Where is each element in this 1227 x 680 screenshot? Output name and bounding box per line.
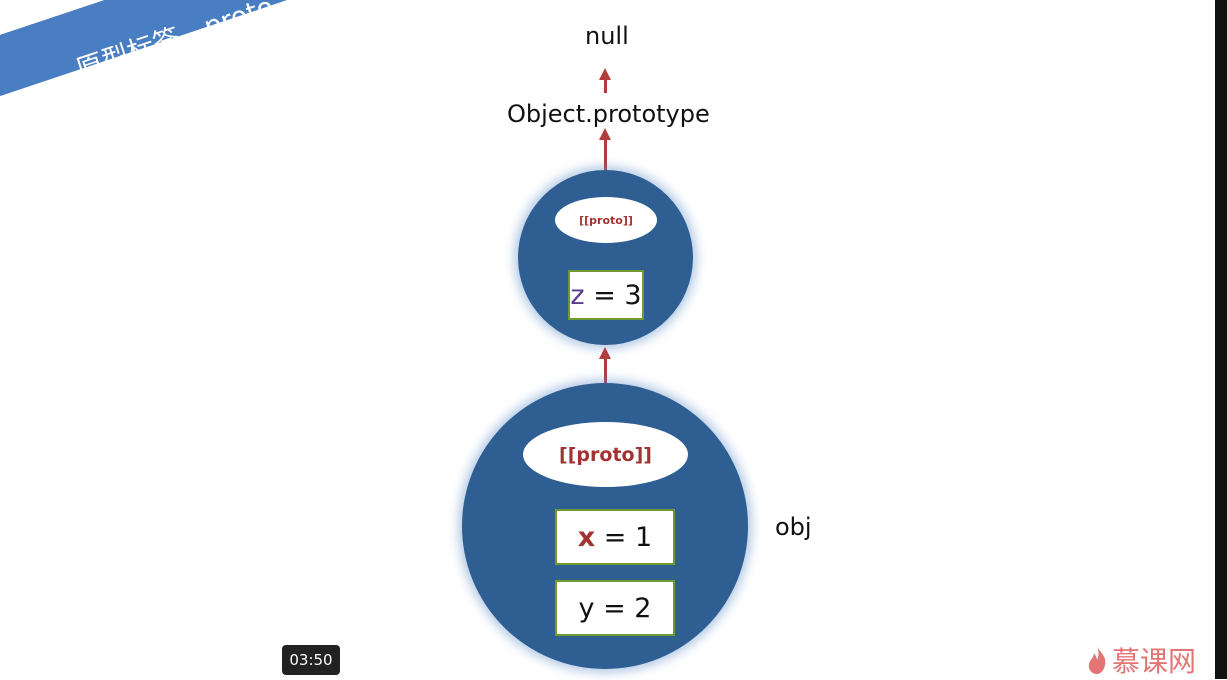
arrow-shaft-object-prototype <box>604 138 607 183</box>
null-label: null <box>585 22 629 50</box>
arrow-head-prototype <box>599 347 611 359</box>
property-z-name: z <box>570 279 585 311</box>
arrow-shaft-null <box>604 78 607 93</box>
watermark-logo: 慕课网 <box>1086 640 1196 680</box>
property-y-box: y = 2 <box>555 580 675 636</box>
obj-proto-ellipse: [[proto]] <box>523 422 688 487</box>
video-edge-bar <box>1215 0 1227 679</box>
obj-label: obj <box>775 513 812 541</box>
watermark-text: 慕课网 <box>1112 645 1197 678</box>
property-x-value: = 1 <box>595 521 653 553</box>
property-x-box: x = 1 <box>555 509 675 565</box>
property-y-value: = 2 <box>594 592 652 624</box>
video-timestamp[interactable]: 03:50 <box>282 645 340 675</box>
property-y-name: y <box>578 592 595 624</box>
property-z-box: z = 3 <box>568 270 644 320</box>
prototype-proto-ellipse: [[proto]] <box>555 197 657 243</box>
property-z-value: = 3 <box>584 279 642 311</box>
object-prototype-label: Object.prototype <box>507 100 710 128</box>
arrow-head-object-prototype <box>599 128 611 140</box>
flame-icon <box>1088 646 1106 674</box>
property-x-name: x <box>577 521 596 553</box>
arrow-head-null <box>599 68 611 80</box>
